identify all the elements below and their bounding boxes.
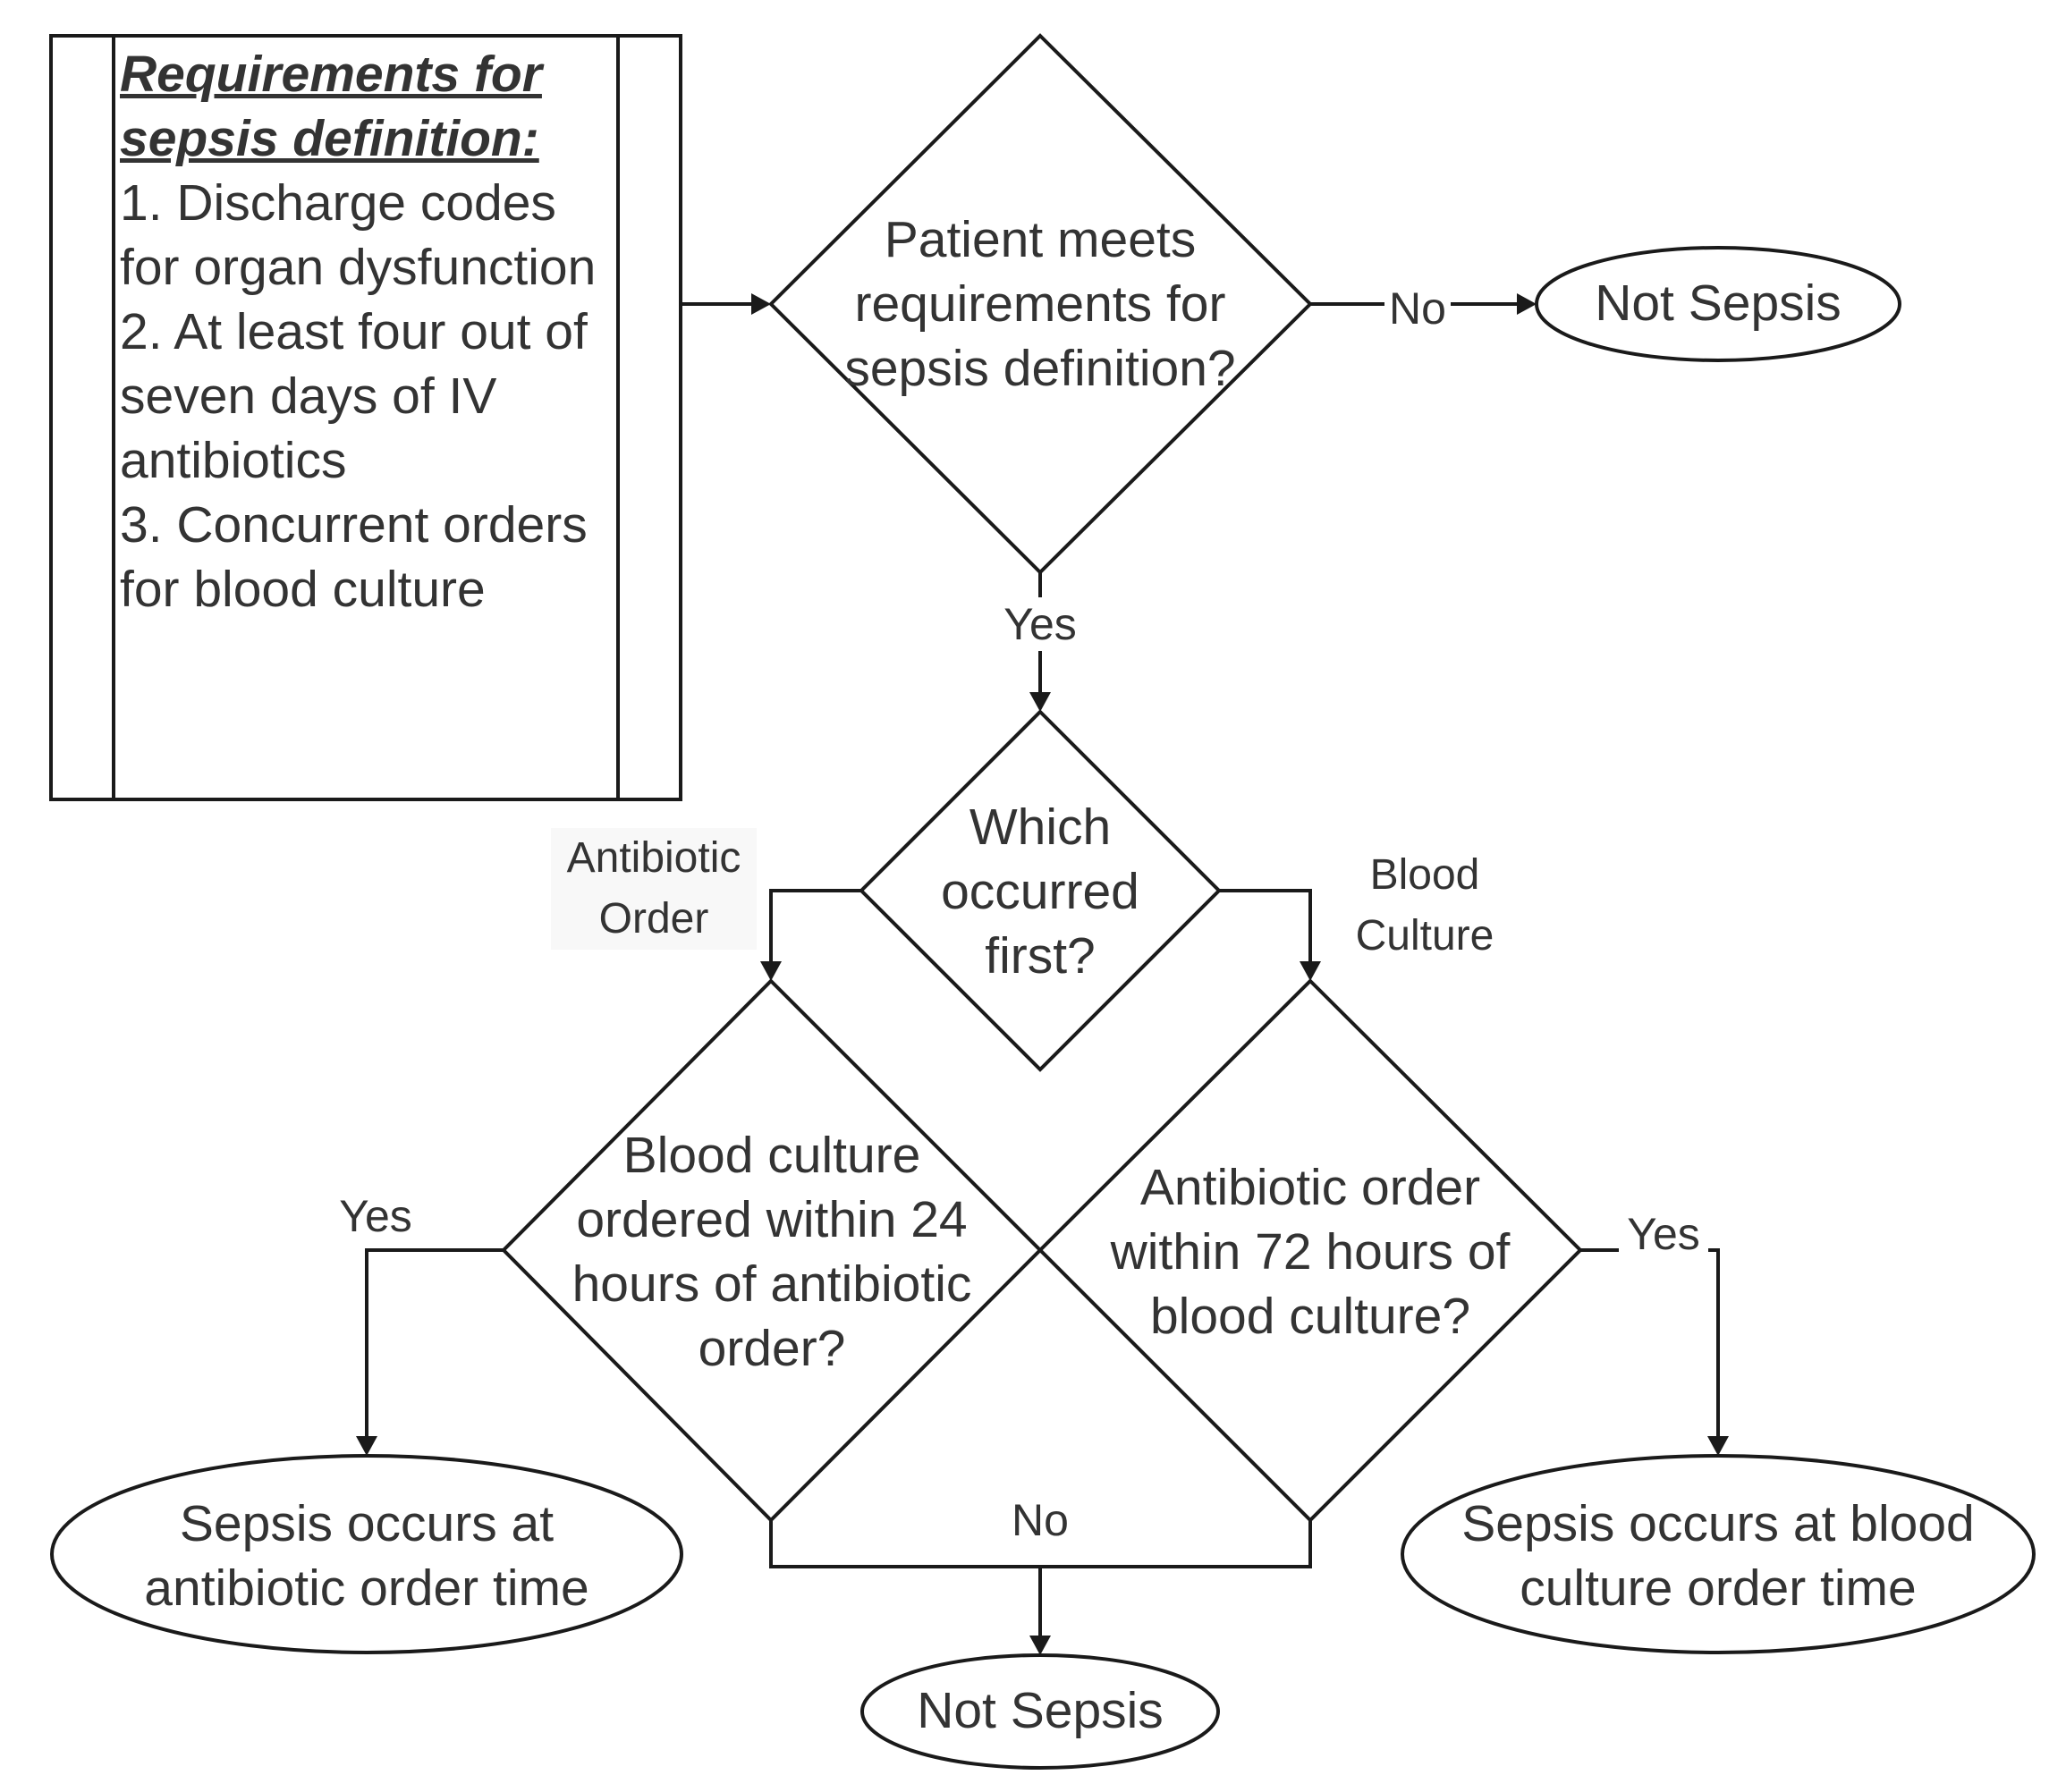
connector-branch-antibiotic [769, 889, 861, 968]
outcome-sepsis-blood-label: Sepsis occurs at blood culture order tim… [1461, 1495, 1975, 1617]
arrowhead-to-not-sepsis-top [1517, 293, 1537, 315]
connector-yes-left [365, 1248, 504, 1441]
arrowhead-to-not-sepsis-bottom [1029, 1636, 1051, 1655]
arrowhead-to-which-first [1029, 692, 1051, 712]
requirement-item-2: 2. At least four out of seven days of IV… [120, 303, 588, 489]
arrowhead-to-sepsis-blood [1707, 1436, 1729, 1456]
decision-which-first [859, 709, 1222, 1072]
requirements-title: Requirements for sepsis definition: [120, 46, 542, 167]
arrowhead-to-sepsis-antibiotic [356, 1436, 377, 1456]
arrowheads [356, 293, 1729, 1655]
requirements-text: Requirements for sepsis definition: 1. D… [120, 42, 610, 781]
decision-antibiotic-within-label: Antibiotic order within 72 hours of bloo… [1110, 1159, 1511, 1345]
edge-label-yes-right: Yes [1619, 1207, 1708, 1261]
decision-which-first-label: Which occurred first? [941, 799, 1139, 985]
requirement-item-1: 1. Discharge codes for organ dysfunction [120, 174, 597, 296]
connector-yes-right [1580, 1248, 1720, 1441]
decision-meets-label: Patient meets requirements for sepsis de… [844, 211, 1236, 397]
decision-blood-within-label: Blood culture ordered within 24 hours of… [572, 1127, 972, 1377]
outcome-not-sepsis-bottom-label: Not Sepsis [917, 1682, 1164, 1739]
requirement-item-3: 3. Concurrent orders for blood culture [120, 496, 588, 618]
edge-label-yes-left: Yes [331, 1189, 420, 1243]
branch-label-blood: Blood Culture [1344, 845, 1505, 967]
connector-branch-blood [1219, 889, 1312, 968]
arrowhead-to-decision-meets [751, 293, 771, 315]
edge-label-no-bottom: No [1006, 1493, 1074, 1547]
branch-label-antibiotic: Antibiotic Order [551, 828, 757, 950]
arrowhead-to-blood-within [760, 961, 782, 981]
edge-label-yes-top: Yes [995, 597, 1085, 651]
requirements-box [49, 34, 682, 801]
arrowhead-to-antibiotic-within [1300, 961, 1321, 981]
edge-label-no-top: No [1384, 282, 1451, 335]
outcome-sepsis-antibiotic-label: Sepsis occurs at antibiotic order time [144, 1495, 589, 1617]
outcome-not-sepsis-top-label: Not Sepsis [1595, 275, 1842, 332]
